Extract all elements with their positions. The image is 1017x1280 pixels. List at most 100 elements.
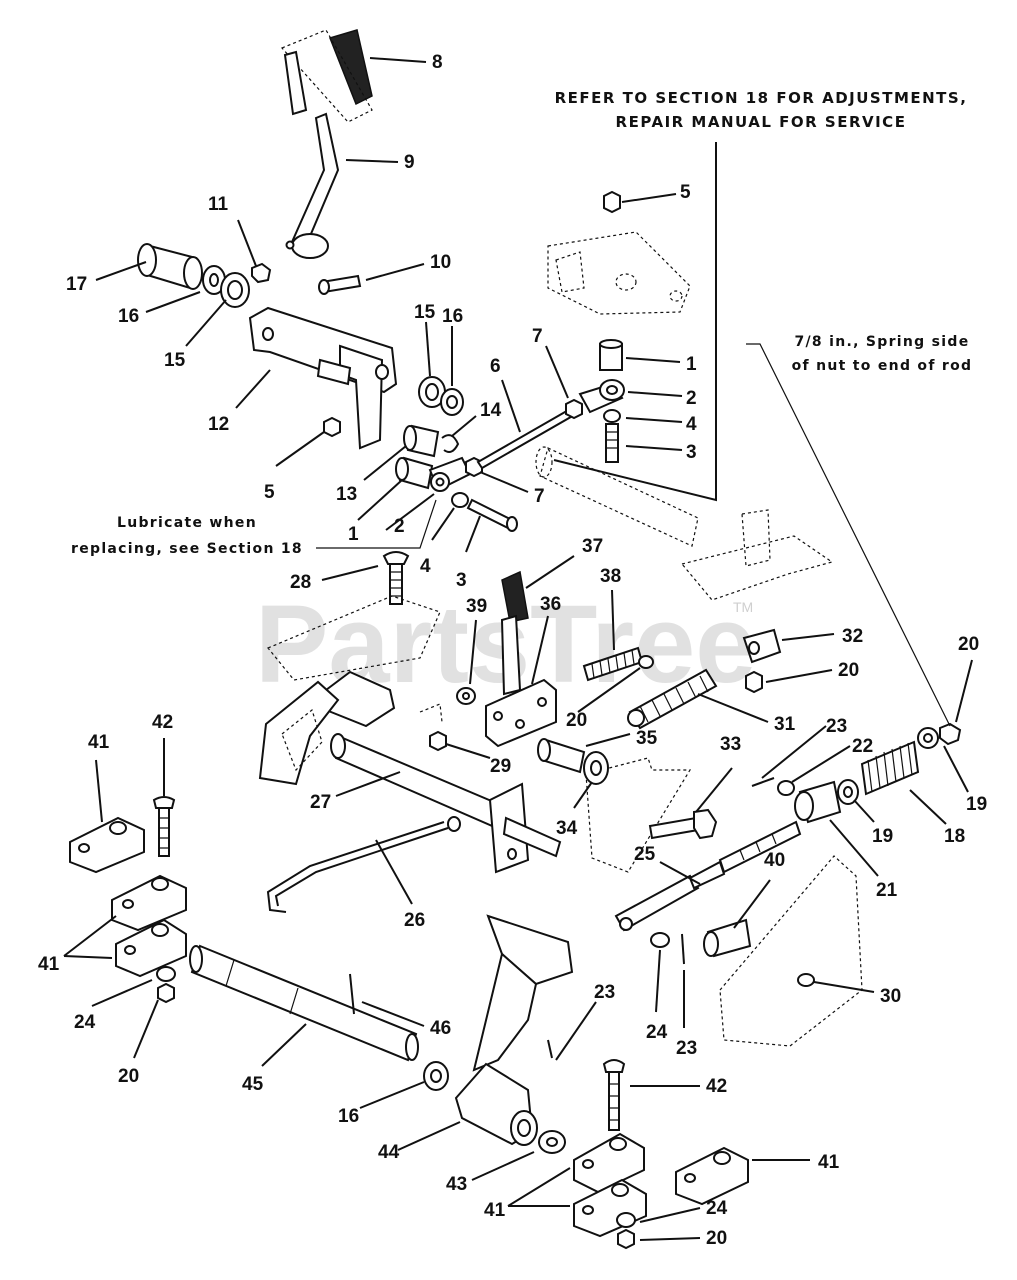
bolt-3-lower [466, 498, 518, 532]
bushing-17 [137, 243, 203, 290]
bolt-42-right [602, 1059, 626, 1131]
callout-40: 40 [764, 850, 785, 871]
nut-20-clevis [745, 670, 763, 694]
spring-note-line2: of nut to end of rod [791, 358, 973, 374]
bolt-42-left [152, 796, 176, 857]
callout-23c: 23 [594, 982, 615, 1003]
nut-5-left [323, 416, 341, 438]
rod-end-2-lower [428, 456, 472, 492]
callout-24: 24 [646, 1022, 668, 1043]
callout-41b: 41 [38, 954, 60, 975]
callout-32: 32 [842, 626, 863, 647]
pillow-block-41-lower-a [573, 1132, 645, 1194]
plate-phantom-33 [585, 757, 692, 873]
callout-24b: 24 [74, 1012, 96, 1033]
panel-phantom-30 [719, 855, 863, 1047]
leader-lines [63, 57, 973, 1241]
callout-36: 36 [540, 594, 561, 615]
callout-42b: 42 [706, 1076, 727, 1097]
bolt-33 [648, 808, 718, 840]
callout-19b: 19 [872, 826, 893, 847]
callout-41: 41 [88, 732, 110, 753]
lubricate-note-line2: replacing, see Section 18 [71, 541, 303, 557]
washer-24-left [156, 966, 176, 982]
callout-37: 37 [582, 536, 603, 557]
callout-12: 12 [208, 414, 229, 435]
callout-41c: 41 [484, 1200, 506, 1221]
callout-19: 19 [966, 794, 987, 815]
callout-16c: 16 [338, 1106, 359, 1127]
callout-2b: 2 [686, 388, 697, 409]
callout-33: 33 [720, 734, 741, 755]
callout-29: 29 [490, 756, 511, 777]
callout-22: 22 [852, 736, 873, 757]
washer-16-top [202, 265, 226, 295]
callout-16: 16 [118, 306, 139, 327]
callout-30: 30 [880, 986, 901, 1007]
rod-6 [476, 406, 578, 470]
callout-39: 39 [466, 596, 487, 617]
callout-21: 21 [876, 880, 898, 901]
pin-23-mid [681, 933, 685, 965]
pin-23-upper [751, 777, 775, 787]
callout-1: 1 [348, 524, 359, 545]
trunnion-21 [794, 780, 842, 824]
watermark-tm: TM [733, 599, 753, 615]
callout-16b: 16 [442, 306, 463, 327]
callout-5b: 5 [680, 182, 691, 203]
callout-18: 18 [944, 826, 965, 847]
callout-28: 28 [290, 572, 311, 593]
washer-24-lower [616, 1212, 636, 1228]
callout-6: 6 [490, 356, 501, 377]
callout-20: 20 [566, 710, 587, 731]
clip-14 [441, 434, 460, 453]
callout-31: 31 [774, 714, 796, 735]
bushing-13 [403, 424, 440, 458]
callout-15: 15 [164, 350, 186, 371]
callout-42: 42 [152, 712, 173, 733]
callout-27: 27 [310, 792, 331, 813]
tab-29-ghost [419, 703, 443, 723]
pin-23-lower [547, 1039, 553, 1059]
pedal-pad-37 [501, 570, 529, 623]
callout-3b: 3 [686, 442, 697, 463]
washer-39 [456, 687, 476, 705]
pillow-block-41-top [69, 816, 145, 874]
callout-4: 4 [420, 556, 431, 577]
callout-9: 9 [404, 152, 415, 173]
mounting-plate-phantom [547, 231, 691, 315]
tube-phantom [535, 446, 699, 547]
callout-4b: 4 [686, 414, 697, 435]
callout-10: 10 [430, 252, 451, 273]
washer-24-mid [650, 932, 670, 948]
rod-end-2-upper [578, 379, 625, 414]
callout-11: 11 [208, 194, 229, 215]
callout-1b: 1 [686, 354, 697, 375]
nut-29 [429, 730, 447, 752]
callout-34: 34 [556, 818, 578, 839]
rod-26 [266, 816, 461, 913]
spring-38 [582, 646, 654, 682]
callout-23b: 23 [676, 1038, 697, 1059]
pillow-block-41-lower-b [573, 1178, 647, 1238]
lubricate-note: Lubricate when replacing, see Section 18 [56, 510, 318, 562]
washer-4-upper [603, 409, 621, 423]
callout-46: 46 [430, 1018, 451, 1039]
nut-20-left [157, 982, 175, 1004]
callout-44: 44 [378, 1142, 400, 1163]
callout-labels: 8 9 10 11 17 16 15 12 15 16 14 5 13 1 2 … [38, 52, 987, 1249]
plate-phantom-28 [267, 595, 441, 681]
callout-20d: 20 [118, 1066, 139, 1087]
callout-3: 3 [456, 570, 467, 591]
nut-5-top [603, 190, 621, 214]
callout-24c: 24 [706, 1198, 728, 1219]
callout-7: 7 [534, 486, 545, 507]
brake-pedal-44 [454, 914, 574, 1146]
callout-26: 26 [404, 910, 425, 931]
bracket-12 [248, 306, 398, 450]
bolt-3-upper [605, 423, 619, 463]
washer-4-lower [451, 492, 469, 508]
callout-20e: 20 [706, 1228, 727, 1249]
callout-15b: 15 [414, 302, 436, 323]
